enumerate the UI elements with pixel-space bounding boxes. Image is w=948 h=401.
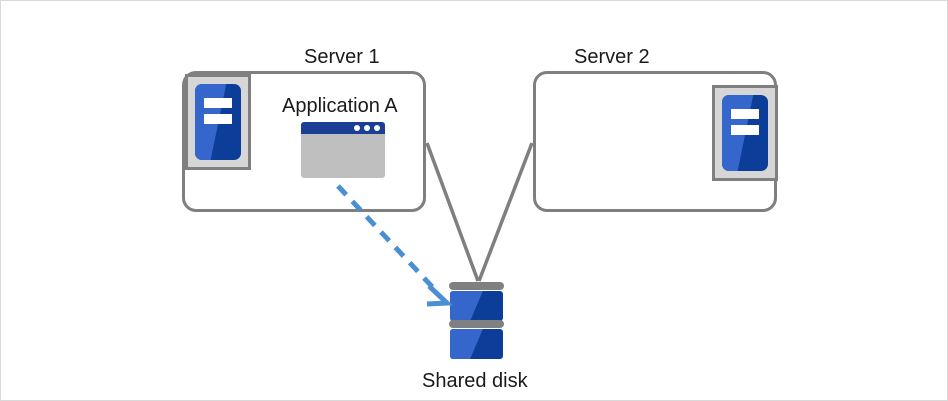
window-dot-icon: [354, 125, 360, 131]
server-machine-icon: [712, 85, 778, 181]
server-icon-bar-bottom: [204, 114, 232, 125]
server-icon-body: [195, 84, 241, 160]
disk-cap-top: [449, 282, 504, 290]
server-machine-icon: [185, 74, 251, 170]
disk-platter-upper: [450, 291, 503, 321]
server-1-container: [182, 71, 426, 212]
connector-server2-to-disk: [477, 142, 534, 282]
server-icon-bar-top: [731, 109, 759, 120]
disk-platter-lower: [450, 329, 503, 359]
disk-cap-middle: [449, 320, 504, 328]
application-window-icon: [301, 122, 385, 178]
shared-disk-icon: [449, 282, 504, 362]
server-2-label: Server 2: [574, 46, 650, 68]
server-icon-bar-bottom: [731, 125, 759, 136]
window-dot-icon: [374, 125, 380, 131]
application-a-label: Application A: [282, 95, 398, 117]
connector-server1-to-disk: [425, 142, 480, 282]
server-icon-body: [722, 95, 768, 171]
window-titlebar: [301, 122, 385, 134]
shared-disk-label: Shared disk: [422, 370, 528, 392]
arrowhead-icon: [426, 284, 453, 307]
server-1-label: Server 1: [304, 46, 380, 68]
server-icon-bar-top: [204, 98, 232, 109]
window-dot-icon: [364, 125, 370, 131]
